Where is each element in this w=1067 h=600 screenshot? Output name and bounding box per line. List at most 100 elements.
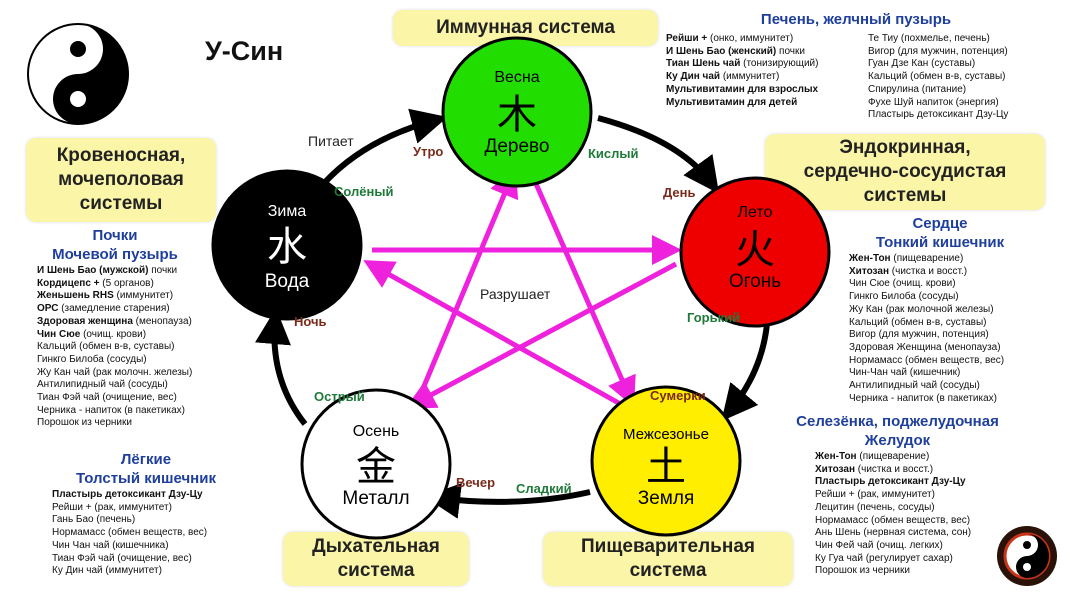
- digestive-line-1: Пищеварительная: [581, 536, 755, 557]
- arc-metal-water: [255, 308, 308, 426]
- heart-list: Жен-Тон (пищеварение)Хитозан (чистка и в…: [849, 253, 1004, 405]
- product-name: Жен-Тон: [815, 451, 857, 462]
- spleen-list: Жен-Тон (пищеварение) Хитозан (чистка и в…: [815, 451, 971, 578]
- product-note: Лецитин (печень, сосуды): [815, 501, 935, 513]
- product-note: Чин-Чан чай (кишечник): [849, 367, 961, 379]
- time-evening: Вечер: [456, 475, 496, 490]
- product-item: Пластырь детоксикант Дзу-Цу: [868, 109, 1008, 122]
- product-item: Рейши + (онко, иммунитет): [666, 33, 818, 46]
- product-name: Рейши +: [666, 33, 708, 44]
- product-item: Чин-Чан чай (кишечник): [849, 367, 1004, 380]
- wood-season: Весна: [494, 69, 539, 86]
- product-note: (чистка и восст.): [889, 265, 968, 277]
- product-item: Гуан Дзе Кан (суставы): [868, 58, 1008, 71]
- fire-name: Огонь: [729, 271, 781, 292]
- product-item: Чин Фей чай (очищ. легких): [815, 540, 971, 553]
- corner-yin-yang-icon: [997, 526, 1057, 586]
- product-name: Здоровая женщина: [37, 315, 133, 327]
- blood-line-3: системы: [79, 193, 163, 214]
- product-item: Тиан Шень чай (тонизирующий): [666, 58, 818, 71]
- wood-circle: [441, 36, 593, 188]
- arc-fire-earth: [721, 323, 770, 422]
- element-metal: Осень 金 Металл: [300, 388, 452, 540]
- product-item: Жу Кан чай (рак молочн. железы): [37, 367, 192, 380]
- endocrine-line-3: системы: [863, 185, 947, 206]
- product-item: Антилипидный чай (сосуды): [37, 379, 192, 392]
- product-item: Рейши + (рак, иммунитет): [815, 489, 971, 502]
- product-item: Здоровая Женщина (менопауза): [849, 342, 1004, 355]
- product-note: Черника - напиток (в пакетиках): [849, 392, 997, 404]
- product-note: Рейши + (рак, иммунитет): [52, 501, 172, 513]
- product-item: Жу Кан (рак молочной железы): [849, 304, 1004, 317]
- organ-lungs: Лёгкие Толстый кишечник: [36, 450, 256, 488]
- arc-earth-metal: [424, 482, 591, 519]
- product-name: И Шень Бао (женский): [666, 45, 777, 57]
- product-item: Чин Сюе (очищ. крови): [849, 278, 1004, 291]
- product-note: Антилипидный чай (сосуды): [37, 379, 168, 391]
- organ-spleen: Селезёнка, поджелудочная Желудок: [760, 412, 1035, 450]
- star-fire-metal: [405, 261, 678, 409]
- product-note: Нормамасс (обмен веществ, вес): [849, 354, 1005, 366]
- element-earth: Межсезонье 土 Земля: [590, 385, 742, 537]
- taste-bitter: Горький: [687, 310, 741, 325]
- product-note: Спирулина (питание): [868, 83, 967, 95]
- product-item: Порошок из черники: [37, 417, 192, 430]
- respiratory-system-box: Дыхательная система: [283, 532, 469, 586]
- earth-name: Земля: [638, 488, 694, 509]
- product-note: Ку Гуа чай (регулирует сахар): [815, 552, 953, 564]
- product-item: Пластырь детоксикант Дзу-Цу: [52, 489, 207, 502]
- product-name: Пластырь детоксикант Дзу-Цу: [52, 489, 203, 500]
- organ-kidneys-line-2: Мочевой пузырь: [52, 246, 178, 263]
- product-note: (чистка и восст.): [855, 463, 934, 475]
- arc-wood-fire: [597, 115, 720, 194]
- respiratory-line-2: система: [337, 560, 415, 581]
- product-note: Те Тиу (похмелье, печень): [868, 33, 990, 44]
- water-circle: [211, 169, 363, 321]
- element-water: Зима 水 Вода: [211, 169, 363, 321]
- time-day: День: [663, 185, 696, 200]
- product-name: Кордицепс +: [37, 277, 100, 289]
- controlling-star: [363, 166, 682, 411]
- organ-heart: Сердце Тонкий кишечник: [840, 214, 1040, 252]
- product-item: Чин Сюе (очищ. крови): [37, 329, 192, 342]
- taste-salty: Солёный: [334, 184, 394, 199]
- taste-sour: Кислый: [588, 146, 639, 161]
- product-note: (замедление старения): [58, 303, 170, 315]
- digestive-line-2: система: [629, 560, 707, 581]
- star-earth-water: [363, 260, 626, 409]
- product-note: почки: [148, 265, 178, 276]
- product-note: Чин Фей чай (очищ. легких): [815, 539, 943, 551]
- product-item: Ку Гуа чай (регулирует сахар): [815, 553, 971, 566]
- time-morning: Утро: [413, 144, 444, 159]
- product-note: (пищеварение): [856, 451, 930, 462]
- product-note: (пищеварение): [890, 253, 964, 264]
- product-note: почки: [776, 45, 805, 57]
- product-item: Черника - напиток (в пакетиках): [37, 405, 192, 418]
- product-item: Тиан Фэй чай (очищение, вес): [52, 553, 207, 566]
- organ-liver: Печень, желчный пузырь: [706, 10, 1006, 29]
- product-item: Нормамасс (обмен веществ, вес): [815, 515, 971, 528]
- taste-spicy: Острый: [314, 389, 365, 404]
- earth-circle: [590, 385, 742, 537]
- product-name: Ку Дин чай: [666, 71, 721, 83]
- product-note: Нормамасс (обмен веществ, вес): [815, 514, 971, 526]
- product-item: Хитозан (чистка и восст.): [815, 464, 971, 477]
- metal-name: Металл: [342, 488, 409, 509]
- product-item: Нормамасс (обмен веществ, вес): [849, 355, 1004, 368]
- product-name: ОРС: [37, 303, 59, 315]
- product-note: Здоровая Женщина (менопауза): [849, 341, 1001, 353]
- product-item: Мультивитамин для взрослых: [666, 84, 818, 97]
- wood-name: Дерево: [484, 136, 549, 157]
- destroys-label: Разрушает: [480, 286, 551, 302]
- product-note: Чин Чан чай (кишечника): [52, 539, 169, 551]
- product-item: Кальций (обмен в-в, суставы): [37, 341, 192, 354]
- blood-system-box: Кровеносная, мочеполовая системы: [26, 138, 216, 222]
- product-item: Лецитин (печень, сосуды): [815, 502, 971, 515]
- product-note: Кальций (обмен в-в, суставы): [37, 341, 175, 353]
- product-note: Нормамасс (обмен веществ, вес): [52, 527, 208, 539]
- fire-season: Лето: [738, 204, 773, 221]
- organ-liver-label: Печень, желчный пузырь: [760, 11, 952, 28]
- product-note: Гинкго Билоба (сосуды): [849, 291, 959, 303]
